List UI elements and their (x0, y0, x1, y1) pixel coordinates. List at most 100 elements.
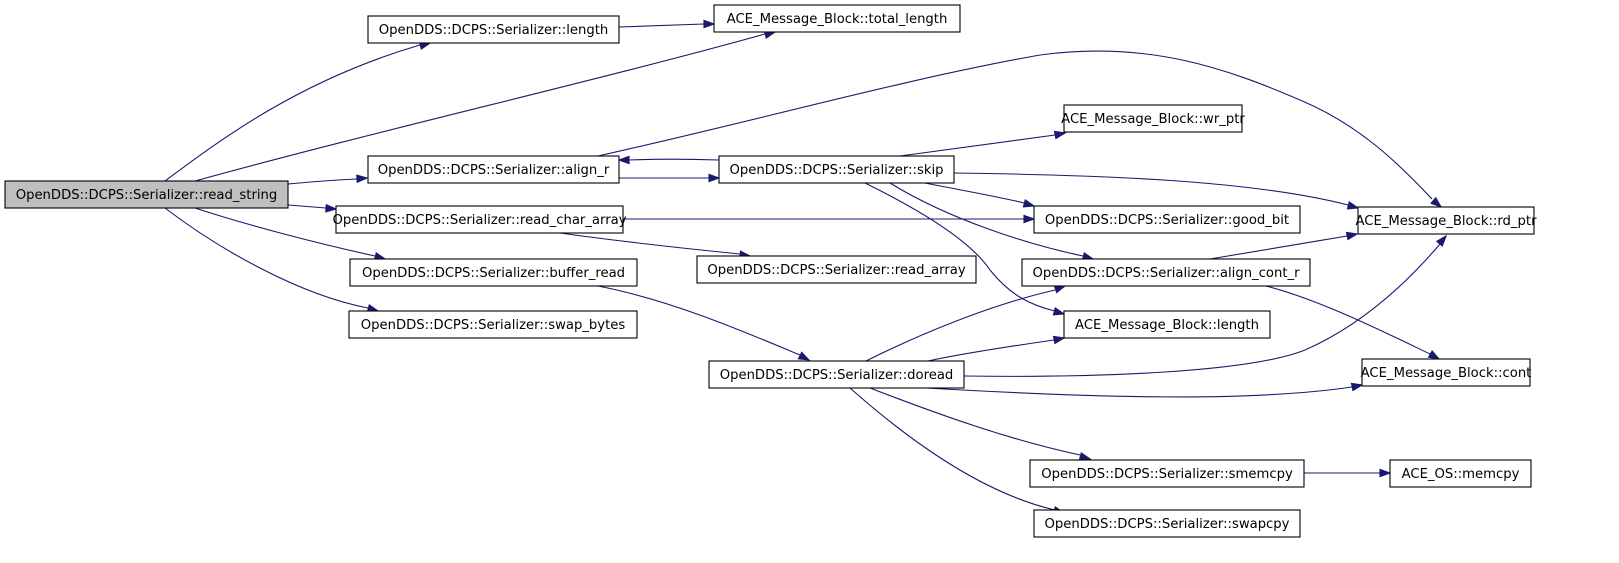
node-total-length[interactable]: ACE_Message_Block::total_length (713, 4, 961, 33)
edge-smemcpy-to-memcpy (1304, 468, 1392, 478)
node-cont-label: ACE_Message_Block::cont (1361, 366, 1532, 381)
node-swapcpy[interactable]: OpenDDS::DCPS::Serializer::swapcpy (1033, 509, 1301, 538)
edge-read-string-to-read-char-array (287, 203, 338, 213)
node-wr-ptr[interactable]: ACE_Message_Block::wr_ptr (1061, 104, 1245, 133)
node-good-bit[interactable]: OpenDDS::DCPS::Serializer::good_bit (1033, 205, 1301, 234)
call-nodes: OpenDDS::DCPS::Serializer::read_string O… (4, 4, 1538, 538)
node-swapcpy-box (1033, 509, 1301, 538)
node-cont[interactable]: ACE_Message_Block::cont (1361, 358, 1532, 387)
node-align-cont-r[interactable]: OpenDDS::DCPS::Serializer::align_cont_r (1021, 258, 1311, 287)
node-read-array[interactable]: OpenDDS::DCPS::Serializer::read_array (696, 255, 977, 284)
node-doread-box (708, 360, 965, 389)
edge-line (953, 172, 1349, 206)
edge-arrowhead (1053, 130, 1067, 140)
edge-read-string-to-align-r (287, 174, 369, 185)
edge-skip-to-wr-ptr (899, 130, 1067, 157)
edge-read-string-to-swap-bytes (164, 207, 380, 313)
node-align-r-label: OpenDDS::DCPS::Serializer::align_r (378, 163, 610, 178)
edge-arrowhead (1053, 285, 1067, 294)
node-buffer-read[interactable]: OpenDDS::DCPS::Serializer::buffer_read (349, 258, 638, 287)
edge-arrowhead (617, 155, 630, 165)
node-smemcpy[interactable]: OpenDDS::DCPS::Serializer::smemcpy (1029, 459, 1305, 488)
edge-arrowhead (1430, 196, 1443, 209)
node-read-string-box (4, 180, 289, 209)
edge-line (164, 44, 421, 182)
node-read-char-array-label: OpenDDS::DCPS::Serializer::read_char_arr… (332, 213, 626, 228)
edge-line (618, 23, 705, 28)
node-memcpy[interactable]: ACE_OS::memcpy (1389, 459, 1532, 488)
node-buffer-read-label: OpenDDS::DCPS::Serializer::buffer_read (362, 266, 625, 281)
node-good-bit-label: OpenDDS::DCPS::Serializer::good_bit (1045, 213, 1289, 228)
edge-line (194, 207, 376, 257)
edge-arrowhead (1052, 335, 1066, 345)
node-align-cont-r-label: OpenDDS::DCPS::Serializer::align_cont_r (1032, 266, 1300, 281)
edge-arrowhead (1379, 468, 1392, 478)
edge-line (597, 50, 1433, 200)
node-total-length-box (713, 4, 961, 33)
edge-line (628, 158, 720, 161)
edge-line (864, 182, 1056, 312)
node-wr-ptr-box (1063, 104, 1243, 133)
node-length[interactable]: OpenDDS::DCPS::Serializer::length (367, 15, 620, 44)
node-align-r-box (367, 155, 620, 184)
node-read-char-array[interactable]: OpenDDS::DCPS::Serializer::read_char_arr… (332, 205, 627, 234)
node-length-label: OpenDDS::DCPS::Serializer::length (379, 23, 609, 38)
edge-line (869, 387, 1081, 456)
edge-skip-to-rd-ptr (953, 172, 1360, 210)
node-align-r[interactable]: OpenDDS::DCPS::Serializer::align_r (367, 155, 620, 184)
edge-align-r-to-skip (619, 173, 721, 183)
node-memcpy-label: ACE_OS::memcpy (1402, 467, 1520, 482)
edge-arrowhead (1345, 231, 1359, 241)
node-smemcpy-box (1029, 459, 1305, 488)
node-swap-bytes[interactable]: OpenDDS::DCPS::Serializer::swap_bytes (348, 310, 638, 339)
edge-length-to-total-length (618, 19, 716, 29)
node-rd-ptr[interactable]: ACE_Message_Block::rd_ptr (1356, 206, 1538, 235)
edge-line (865, 289, 1056, 362)
edge-buffer-read-to-doread (597, 285, 811, 361)
node-doread[interactable]: OpenDDS::DCPS::Serializer::doread (708, 360, 965, 389)
edge-doread-to-swapcpy (849, 387, 1066, 515)
edge-arrowhead (356, 174, 369, 184)
edge-arrowhead (708, 173, 721, 183)
node-mb-length-box (1063, 310, 1271, 339)
node-memcpy-box (1389, 459, 1532, 488)
node-rd-ptr-box (1357, 206, 1535, 235)
node-buffer-read-box (349, 258, 638, 287)
edge-arrowhead (703, 19, 716, 29)
node-smemcpy-label: OpenDDS::DCPS::Serializer::smemcpy (1041, 467, 1293, 482)
edge-arrowhead (1350, 382, 1364, 392)
node-swapcpy-label: OpenDDS::DCPS::Serializer::swapcpy (1045, 517, 1290, 532)
edge-skip-to-mb-length (864, 182, 1066, 316)
node-skip[interactable]: OpenDDS::DCPS::Serializer::skip (718, 155, 955, 184)
edge-align-r-to-rd-ptr (597, 50, 1443, 209)
node-read-array-box (696, 255, 977, 284)
node-doread-label: OpenDDS::DCPS::Serializer::doread (720, 368, 954, 383)
edge-arrowhead (797, 351, 811, 361)
edge-line (889, 182, 1084, 257)
node-align-cont-r-box (1021, 258, 1311, 287)
edge-line (287, 178, 358, 185)
edge-arrowhead (1427, 349, 1441, 360)
node-mb-length[interactable]: ACE_Message_Block::length (1063, 310, 1271, 339)
edge-doread-to-smemcpy (869, 387, 1092, 461)
edge-doread-to-cont (925, 382, 1364, 398)
edge-doread-to-align-cont-r (865, 285, 1067, 362)
edge-line (597, 285, 801, 356)
edge-line (963, 243, 1441, 377)
edge-skip-to-good-bit (924, 182, 1036, 208)
edge-align-cont-r-to-cont (1265, 285, 1441, 360)
edge-skip-to-align-r (617, 155, 720, 165)
edge-read-string-to-buffer-read (194, 207, 387, 261)
edge-read-char-array-to-good-bit (623, 214, 1036, 224)
node-read-string[interactable]: OpenDDS::DCPS::Serializer::read_string (4, 180, 289, 209)
node-skip-box (718, 155, 955, 184)
edge-arrowhead (325, 203, 338, 213)
edge-line (164, 207, 369, 309)
node-read-string-label: OpenDDS::DCPS::Serializer::read_string (16, 188, 278, 203)
node-rd-ptr-label: ACE_Message_Block::rd_ptr (1356, 214, 1538, 229)
node-read-char-array-box (335, 205, 624, 234)
node-swap-bytes-label: OpenDDS::DCPS::Serializer::swap_bytes (361, 318, 626, 333)
edge-arrowhead (1078, 452, 1092, 461)
edge-arrowhead (1023, 214, 1036, 224)
